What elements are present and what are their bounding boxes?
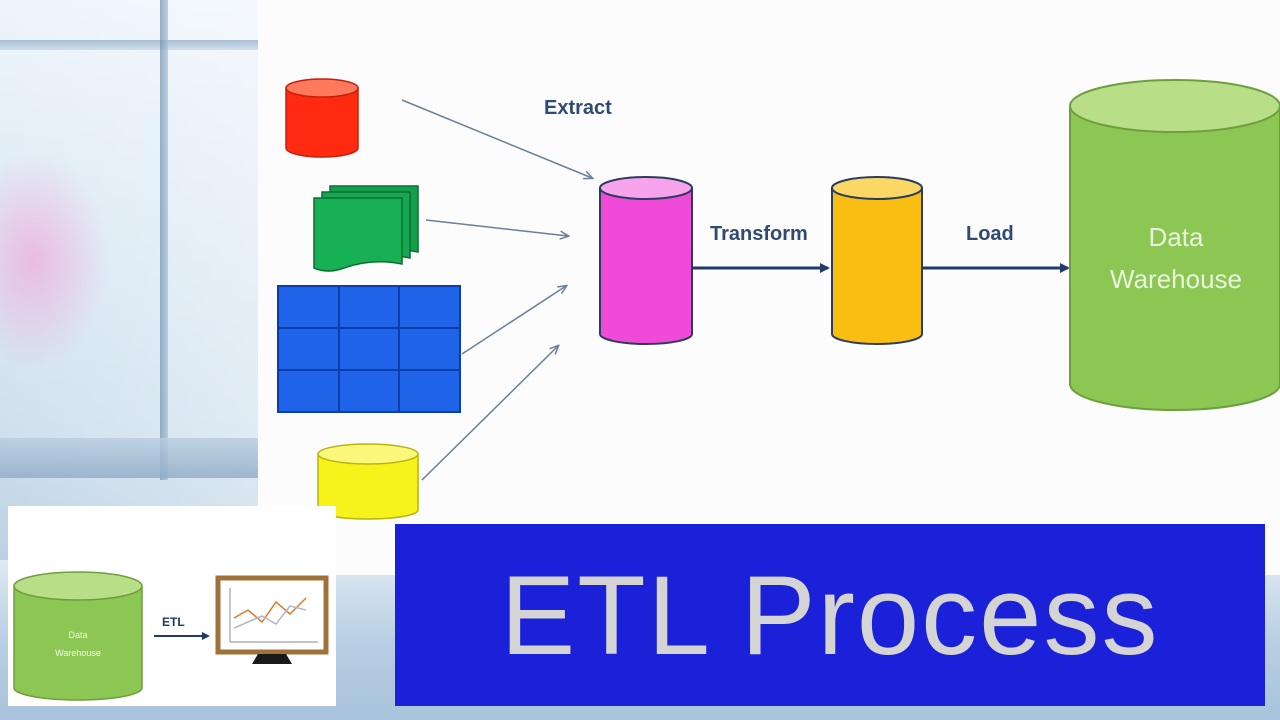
report-monitor-icon — [215, 575, 329, 664]
extract-arrow — [461, 286, 566, 355]
background-blur-accent — [0, 150, 110, 370]
etl-diagram: Extract Transform Load Data Warehouse — [277, 78, 1280, 520]
extract-label: Extract — [544, 97, 612, 119]
banner-title: ETL Process — [500, 552, 1160, 678]
thumbnail-inset: Data Warehouse ETL — [8, 506, 336, 706]
source-table-blue-icon — [277, 285, 461, 413]
extract-arrow — [401, 99, 592, 178]
staging-database-pink-icon — [599, 176, 693, 345]
warehouse-label-line2: Warehouse — [1110, 264, 1242, 294]
background-window-frame — [160, 0, 168, 480]
background-window-frame — [0, 438, 258, 478]
data-warehouse-icon — [1069, 79, 1280, 411]
source-files-green-icon — [313, 185, 419, 272]
warehouse-label-line1: Data — [1149, 222, 1204, 252]
title-banner: ETL Process — [395, 524, 1265, 706]
thumbnail-warehouse-line2: Warehouse — [55, 648, 101, 658]
extract-arrow — [425, 219, 568, 236]
thumbnail-etl-label: ETL — [162, 615, 185, 629]
extract-arrow — [421, 346, 558, 481]
background-window-frame — [0, 40, 258, 50]
source-database-yellow-icon — [317, 443, 419, 520]
thumbnail-warehouse-line1: Data — [68, 630, 87, 640]
thumbnail-warehouse-icon — [13, 571, 143, 701]
thumbnail-diagram: Data Warehouse ETL — [13, 571, 329, 701]
transformed-database-orange-icon — [831, 176, 923, 345]
source-database-red-icon — [285, 78, 359, 158]
transform-label: Transform — [710, 223, 808, 245]
load-label: Load — [966, 223, 1014, 245]
